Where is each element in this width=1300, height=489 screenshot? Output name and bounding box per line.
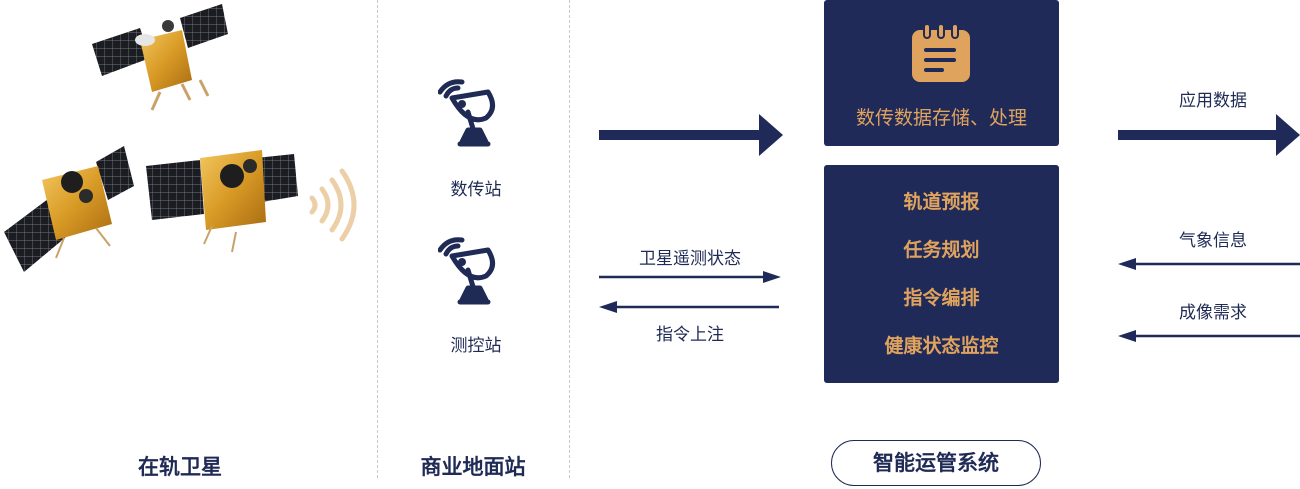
satellites-column-title: 在轨卫星 — [138, 455, 222, 479]
command-label: 指令上注 — [656, 325, 724, 345]
imaging-demand-arrow — [1118, 330, 1300, 342]
imaging-demand-label: 成像需求 — [1179, 303, 1247, 323]
data-flow-arrow — [599, 114, 783, 156]
app-data-label: 应用数据 — [1179, 91, 1247, 111]
notepad-icon — [912, 23, 970, 82]
ground-stations-column-title: 商业地面站 — [420, 455, 526, 479]
app-data-arrow — [1118, 114, 1300, 156]
ttc-station-label: 测控站 — [450, 336, 502, 356]
weather-info-arrow — [1118, 258, 1300, 270]
data-station-label: 数传站 — [450, 180, 502, 200]
signal-waves-icon — [309, 168, 357, 242]
system-title-pill: 智能运管系统 — [831, 440, 1041, 486]
data-station-dish-icon — [438, 79, 495, 147]
function-item-orbit-forecast: 轨道预报 — [903, 191, 980, 213]
function-item-health-monitoring: 健康状态监控 — [884, 335, 999, 357]
function-item-mission-planning: 任务规划 — [903, 239, 980, 261]
column-divider-right — [569, 0, 570, 478]
satellites-illustration — [4, 4, 357, 272]
system-functions-box: 轨道预报 任务规划 指令编排 健康状态监控 — [824, 165, 1059, 383]
satellite-right-icon — [146, 150, 298, 253]
command-arrow — [599, 301, 779, 313]
column-divider-left — [377, 0, 378, 478]
telemetry-label: 卫星遥测状态 — [639, 249, 741, 269]
satellite-top-icon — [92, 4, 228, 111]
function-item-command-scheduling: 指令编排 — [903, 287, 980, 309]
weather-info-label: 气象信息 — [1179, 231, 1247, 251]
telemetry-arrow — [599, 271, 781, 283]
storage-processing-box: 数传数据存储、处理 — [824, 0, 1059, 146]
satellite-left-icon — [4, 146, 134, 272]
storage-processing-label: 数传数据存储、处理 — [855, 107, 1027, 129]
ttc-station-dish-icon — [438, 237, 495, 305]
